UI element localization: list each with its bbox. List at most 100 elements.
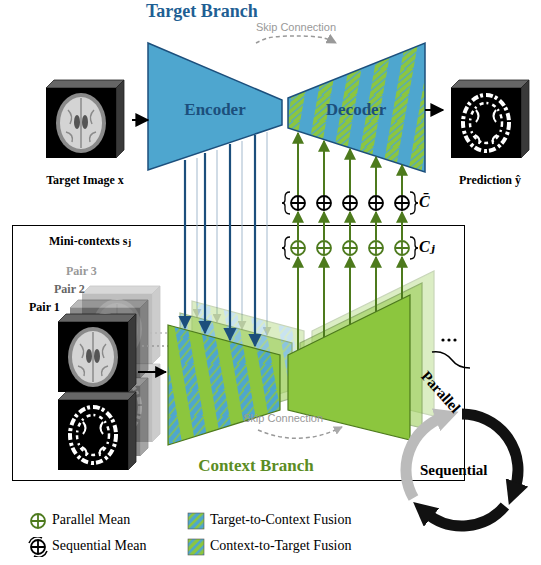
edge-label: Skip Connection: [256, 21, 336, 33]
legend-swatch: [28, 537, 48, 557]
illustration-part: [410, 192, 418, 214]
illustration-part: [323, 212, 325, 240]
illustration-part: [58, 392, 136, 470]
illustration-part: [375, 257, 377, 312]
illustration-part: [426, 506, 505, 526]
cycle-mark: [29, 537, 47, 557]
illustration-part: [447, 338, 450, 341]
ellipsis-dots: [441, 338, 456, 341]
legend-swatch: [28, 511, 48, 531]
illustration-part: [150, 332, 190, 334]
node-label: Pair 2: [54, 283, 85, 296]
illustration-part: [266, 132, 268, 335]
illustration-part: [138, 371, 166, 373]
node-label: Pair 1: [29, 301, 60, 314]
mini-context-stack: Mini-contexts sⱼ Pair 3 Pair 2 Pair 1: [16, 233, 156, 473]
illustration-part: [343, 196, 357, 210]
illustration-part: [192, 301, 304, 421]
symbol-label: C̄: [419, 193, 430, 211]
image-node: Target Image x: [38, 78, 132, 190]
illustration-part: [410, 237, 418, 259]
illustration-part: [401, 212, 403, 240]
mean-symbol: [31, 514, 45, 528]
legend-label: Parallel Mean: [52, 512, 130, 527]
node-label: Pair 3: [66, 265, 97, 278]
node-label: Decoder: [326, 101, 386, 120]
symbol-label: Cⱼ: [419, 238, 435, 256]
illustration-part: [317, 241, 331, 255]
branch-frame: Context Branch Mini-contexts sⱼ Pair 3 Pair…: [12, 225, 465, 481]
node-label: Prediction ŷ: [443, 174, 537, 187]
illustration-part: [282, 192, 290, 214]
trapezoid: [288, 43, 425, 172]
fusion-swatch: [188, 539, 204, 555]
illustration-part: [300, 283, 422, 428]
illustration-part: [369, 196, 383, 210]
illustration-part: [297, 257, 299, 350]
illustration-part: [343, 241, 357, 255]
context-skip-connection: [258, 427, 342, 438]
illustration-part: [168, 325, 280, 445]
mean-symbol: [31, 540, 45, 554]
illustration-part: [70, 300, 148, 378]
illustration-part: [297, 212, 299, 240]
parallel-mean-symbols: [291, 241, 409, 255]
fusion-arrows: [185, 135, 255, 346]
illustration-part: [282, 237, 290, 259]
illustration-part: [375, 212, 377, 240]
fusion-swatch: [188, 513, 204, 529]
illustration-part: [82, 364, 160, 442]
trapezoid: [148, 43, 282, 170]
illustration-part: [297, 133, 299, 195]
legend-swatch: [186, 511, 206, 531]
illustration-part: [241, 141, 243, 329]
branch-title: Target Branch: [146, 2, 258, 22]
illustration-part: [46, 80, 124, 158]
mean-symbol: [31, 514, 45, 528]
illustration-part: [453, 338, 456, 341]
illustration-part: [58, 314, 136, 392]
illustration-part: [216, 150, 218, 322]
illustration-part: [401, 257, 403, 299]
illustration-part: [184, 160, 186, 328]
illustration-part: [349, 257, 351, 325]
node-label: Mini-contexts sⱼ: [49, 235, 131, 248]
illustration-part: [451, 80, 529, 158]
node-label: Context Branch: [181, 457, 331, 476]
illustration-part: [401, 165, 403, 195]
pair-input-arrows: [138, 333, 190, 372]
illustration-part: [349, 149, 351, 195]
connection-label: Skip Connection: [243, 412, 323, 424]
illustration-part: [254, 135, 256, 346]
illustration-part: [291, 196, 305, 210]
illustration-part: [196, 158, 198, 317]
sequential-mean-symbols: [291, 196, 409, 210]
segmentation-volume: [451, 80, 529, 158]
legend-label: Sequential Mean: [52, 538, 146, 553]
illustration-part: [229, 144, 231, 340]
encoder-block: Encoder: [148, 43, 282, 170]
legend-label: Context-to-Target Fusion: [210, 538, 351, 553]
illustration-part: [349, 212, 351, 240]
illustration-part: [375, 157, 377, 195]
illustration-part: [258, 427, 342, 438]
legend-label: Target-to-Context Fusion: [210, 512, 351, 527]
illustration-part: [291, 241, 305, 255]
flow-arrow: [132, 119, 148, 121]
skip-connection: [256, 36, 336, 43]
illustration-part: [142, 345, 178, 347]
illustration-part: [395, 196, 409, 210]
mode-label: Sequential: [420, 462, 488, 479]
fusion-arrows-faded: [197, 132, 267, 335]
illustration-part: [395, 241, 409, 255]
illustration-part: [70, 378, 148, 456]
illustration-part: [312, 271, 434, 416]
illustration-part: [406, 417, 443, 498]
illustration-part: [204, 153, 206, 333]
flow-arrow: [425, 109, 443, 111]
illustration-part: [317, 196, 331, 210]
illustration-part: [369, 241, 383, 255]
illustration-part: [291, 196, 409, 210]
illustration-part: [82, 286, 160, 364]
